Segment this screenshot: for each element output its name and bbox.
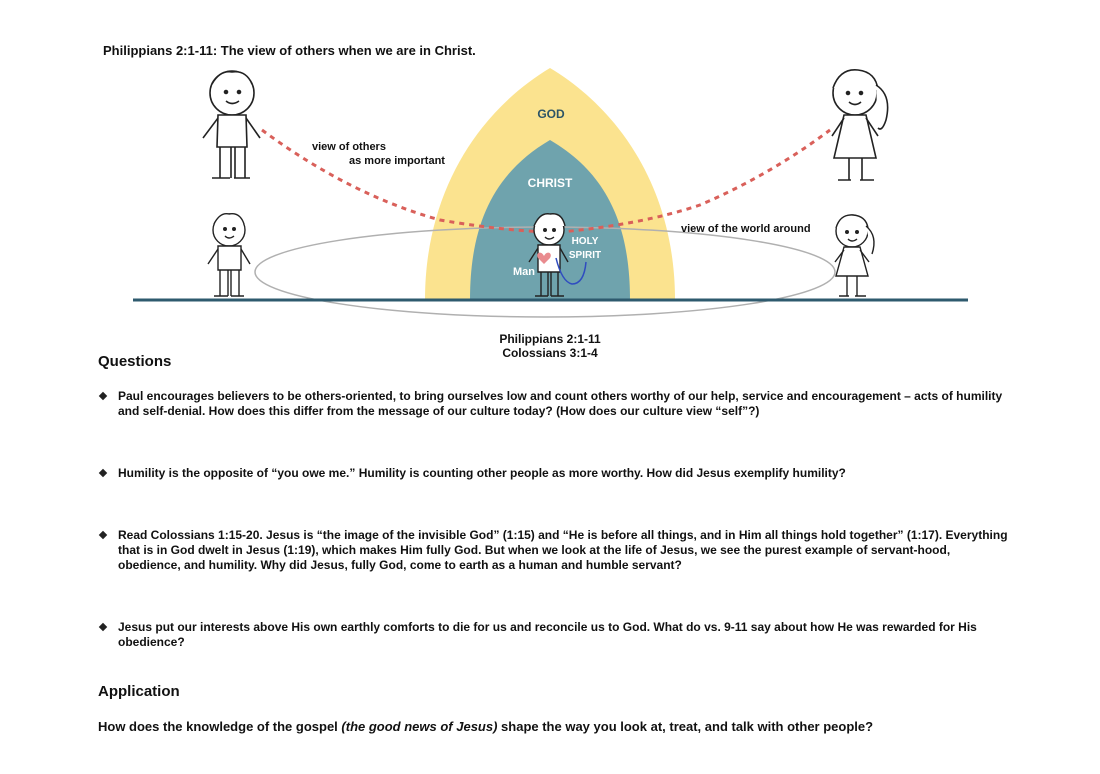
christ-label: CHRIST — [528, 176, 573, 190]
question-item: Humility is the opposite of “you owe me.… — [98, 466, 1010, 481]
question-item: Paul encourages believers to be others-o… — [98, 389, 1010, 419]
view-others-label-1: view of others — [312, 141, 386, 153]
page-title: Philippians 2:1-11: The view of others w… — [103, 43, 476, 58]
holy-spirit-curve — [555, 257, 587, 285]
holy-spirit-label-1: HOLY — [572, 236, 599, 247]
reference-philippians: Philippians 2:1-11 — [499, 332, 601, 346]
question-text: Paul encourages believers to be others-o… — [118, 389, 1003, 418]
question-text: Humility is the opposite of “you owe me.… — [118, 466, 846, 480]
questions-heading: Questions — [98, 353, 172, 370]
diamond-bullet-icon — [98, 530, 108, 540]
girl-figure-large — [831, 69, 889, 181]
view-others-label-2: as more important — [349, 155, 445, 167]
boy-figure-large — [202, 70, 261, 179]
heart-icon — [537, 252, 551, 264]
application-question: How does the knowledge of the gospel (th… — [98, 719, 873, 734]
question-text: Jesus put our interests above His own ea… — [118, 620, 977, 649]
god-label: GOD — [537, 107, 565, 121]
scripture-references: Philippians 2:1-11 Colossians 3:1-4 — [470, 332, 630, 360]
application-text-end: shape the way you look at, treat, and ta… — [497, 719, 874, 734]
question-item: Jesus put our interests above His own ea… — [98, 620, 1010, 650]
view-world-label: view of the world around — [681, 223, 811, 235]
holy-spirit-label-2: SPIRIT — [569, 250, 601, 261]
man-label: Man — [513, 266, 535, 278]
diamond-bullet-icon — [98, 391, 108, 401]
man-figure — [528, 213, 569, 297]
application-text-italic: (the good news of Jesus) — [341, 719, 498, 734]
diamond-bullet-icon — [98, 468, 108, 478]
reference-colossians: Colossians 3:1-4 — [502, 346, 598, 360]
christ-view-diagram: GOD CHRIST HOLY SPIRIT Man view of other… — [133, 68, 968, 318]
question-text: Read Colossians 1:15-20. Jesus is “the i… — [118, 528, 1008, 572]
diamond-bullet-icon — [98, 622, 108, 632]
application-text-start: How does the knowledge of the gospel — [98, 719, 342, 734]
question-item: Read Colossians 1:15-20. Jesus is “the i… — [98, 528, 1010, 573]
boy-figure-small — [207, 213, 251, 297]
girl-figure-small — [834, 214, 875, 297]
application-heading: Application — [98, 683, 180, 700]
